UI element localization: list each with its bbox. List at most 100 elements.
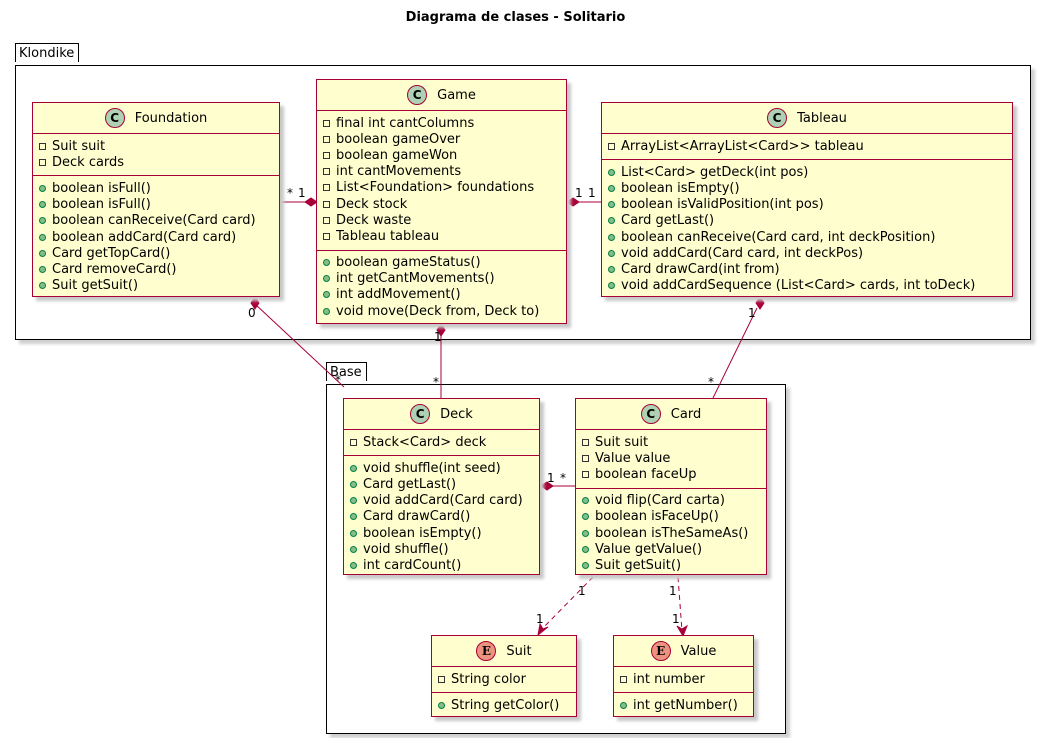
class-fields: String color bbox=[432, 667, 576, 692]
method-row: Suit getSuit() bbox=[33, 278, 279, 294]
public-visibility-icon bbox=[438, 701, 445, 709]
method-text: int getNumber() bbox=[633, 697, 738, 713]
arrowhead-suit bbox=[537, 622, 549, 637]
field-text: boolean gameWon bbox=[336, 147, 458, 163]
enum-value[interactable]: E Value int number int getNumber() bbox=[613, 635, 754, 717]
class-fields: int number bbox=[614, 667, 753, 692]
class-name: Value bbox=[680, 643, 717, 659]
method-row: Card drawCard(int from) bbox=[602, 261, 1012, 277]
method-row: int getCantMovements() bbox=[317, 271, 566, 287]
field-row: Suit suit bbox=[576, 434, 766, 450]
method-row: Card getLast() bbox=[602, 213, 1012, 229]
class-methods: String getColor() bbox=[432, 692, 576, 718]
method-text: void shuffle(int seed) bbox=[363, 460, 501, 476]
mult-card-suit-card: 1 bbox=[578, 584, 586, 598]
method-row: boolean isValidPosition(int pos) bbox=[602, 197, 1012, 213]
field-text: Tableau tableau bbox=[336, 228, 440, 244]
public-visibility-icon bbox=[582, 513, 589, 521]
field-text: List<Foundation> foundations bbox=[336, 180, 535, 196]
public-visibility-icon bbox=[350, 561, 357, 569]
field-row: boolean faceUp bbox=[576, 466, 766, 482]
public-visibility-icon bbox=[582, 545, 589, 553]
field-text: boolean gameOver bbox=[336, 131, 461, 147]
field-text: final int cantColumns bbox=[336, 115, 475, 131]
class-methods: void flip(Card carta)boolean isFaceUp()b… bbox=[576, 487, 766, 579]
method-row: boolean isTheSameAs() bbox=[576, 525, 766, 541]
private-visibility-icon bbox=[323, 119, 330, 127]
public-visibility-icon bbox=[323, 291, 330, 299]
mult-foundation-deck-deck: * bbox=[335, 373, 341, 387]
package-name: Base bbox=[330, 365, 362, 380]
class-stereotype-icon: C bbox=[410, 404, 431, 424]
package-name: Klondike bbox=[19, 46, 75, 61]
method-text: boolean isFaceUp() bbox=[595, 509, 719, 525]
public-visibility-icon bbox=[39, 217, 46, 225]
public-visibility-icon bbox=[608, 184, 615, 192]
composition-diamond-foundation bbox=[250, 296, 260, 310]
class-methods: void shuffle(int seed)Card getLast() void… bbox=[344, 455, 539, 578]
mult-foundation-game-game: 1 bbox=[298, 186, 306, 200]
public-visibility-icon bbox=[350, 545, 357, 553]
public-visibility-icon bbox=[608, 201, 615, 209]
method-text: boolean isFull() bbox=[52, 197, 151, 213]
mult-game-deck-game: 1 bbox=[434, 330, 442, 344]
method-row: void addCard(Card card, int deckPos) bbox=[602, 245, 1012, 261]
method-row: boolean isEmpty() bbox=[602, 180, 1012, 196]
class-methods: List<Card> getDeck(int pos)boolean isEmp… bbox=[602, 159, 1012, 299]
field-row: ArrayList<ArrayList<Card>> tableau bbox=[602, 138, 1012, 154]
field-row: final int cantColumns bbox=[317, 115, 566, 131]
public-visibility-icon bbox=[323, 259, 330, 267]
public-visibility-icon bbox=[39, 265, 46, 273]
mult-tableau-card-card: * bbox=[708, 375, 714, 389]
edge-tableau-card bbox=[712, 307, 758, 399]
method-text: boolean addCard(Card card) bbox=[52, 229, 237, 245]
method-row: Card drawCard() bbox=[344, 509, 539, 525]
mult-foundation-game-foundation: * bbox=[287, 186, 293, 200]
public-visibility-icon bbox=[323, 307, 330, 315]
method-row: int getNumber() bbox=[614, 697, 753, 713]
method-row: Card getLast() bbox=[344, 476, 539, 492]
private-visibility-icon bbox=[350, 438, 357, 446]
method-row: boolean addCard(Card card) bbox=[33, 229, 279, 245]
method-text: Card getLast() bbox=[363, 476, 457, 492]
method-row: Card getTopCard() bbox=[33, 245, 279, 261]
method-row: void move(Deck from, Deck to) bbox=[317, 303, 566, 319]
method-text: Value getValue() bbox=[595, 541, 703, 557]
class-fields: ArrayList<ArrayList<Card>> tableau bbox=[602, 134, 1012, 159]
mult-card-value-value: 1 bbox=[672, 612, 680, 626]
method-text: void move(Deck from, Deck to) bbox=[336, 303, 540, 319]
composition-diamond-game-bottom bbox=[436, 323, 446, 337]
enum-stereotype-icon: E bbox=[650, 641, 671, 661]
edge-foundation-deck bbox=[254, 303, 345, 388]
private-visibility-icon bbox=[582, 454, 589, 462]
public-visibility-icon bbox=[608, 282, 615, 290]
class-stereotype-icon: C bbox=[104, 108, 125, 128]
private-visibility-icon bbox=[323, 184, 330, 192]
field-text: Suit suit bbox=[595, 434, 649, 450]
method-text: void shuffle() bbox=[363, 541, 449, 557]
method-text: Card drawCard(int from) bbox=[621, 261, 780, 277]
field-row: Tableau tableau bbox=[317, 228, 566, 244]
method-text: Card getTopCard() bbox=[52, 245, 171, 261]
method-text: List<Card> getDeck(int pos) bbox=[621, 164, 809, 180]
method-text: String getColor() bbox=[451, 697, 560, 713]
private-visibility-icon bbox=[582, 470, 589, 478]
field-row: Deck cards bbox=[33, 154, 279, 170]
arrowhead-value bbox=[676, 624, 689, 638]
public-visibility-icon bbox=[39, 184, 46, 192]
class-stereotype-icon: C bbox=[767, 108, 788, 128]
class-stereotype-icon: C bbox=[640, 404, 661, 424]
method-text: boolean isFull() bbox=[52, 180, 151, 196]
field-text: Value value bbox=[595, 450, 671, 466]
private-visibility-icon bbox=[323, 200, 330, 208]
method-row: boolean canReceive(Card card) bbox=[33, 213, 279, 229]
field-text: String color bbox=[451, 671, 526, 687]
